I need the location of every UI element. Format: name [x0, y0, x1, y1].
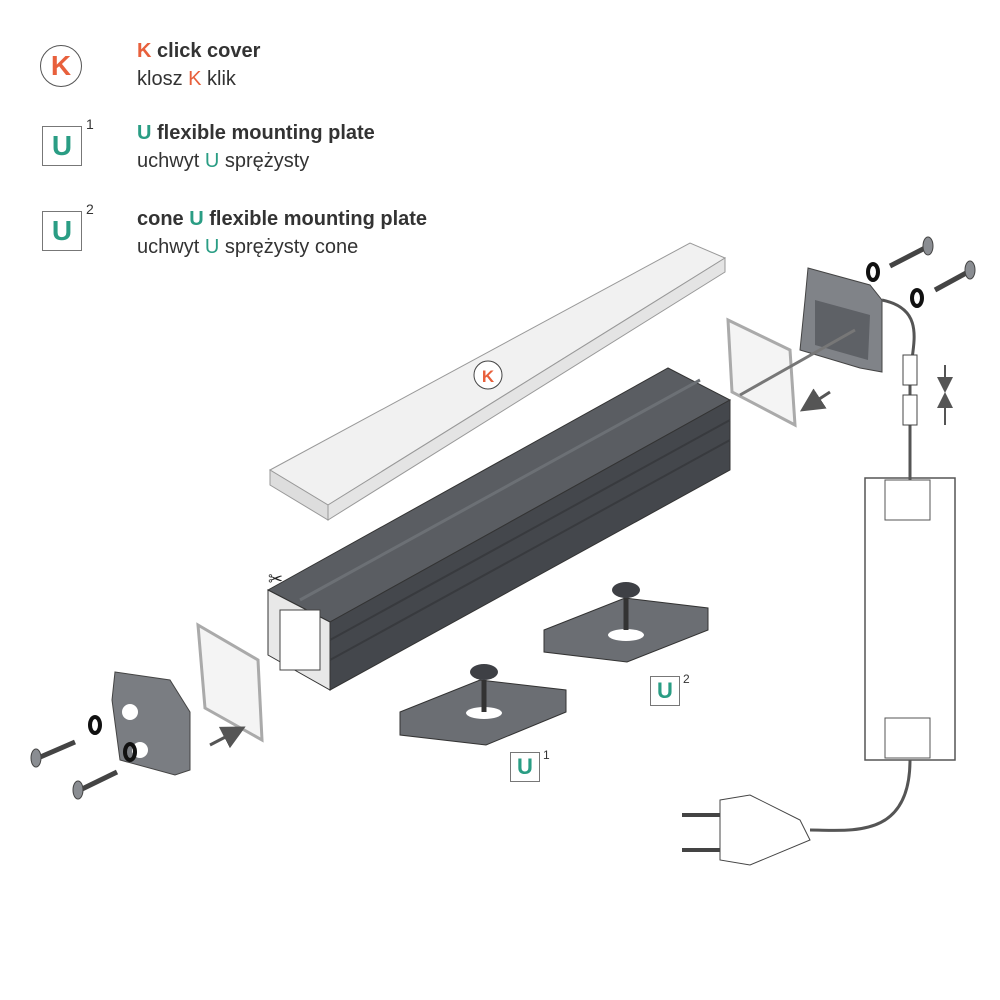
legend-title: U flexible mounting plate [137, 122, 375, 144]
end-gasket-right [726, 317, 797, 428]
end-gasket-left [196, 622, 264, 743]
plate1-callout: U [510, 752, 540, 782]
mains-plug [682, 794, 811, 866]
aluminium-profile [266, 367, 732, 691]
mounting-plate-u2 [543, 582, 709, 663]
power-supply [864, 477, 956, 761]
cable-through [739, 328, 856, 397]
badge-u1: U [42, 126, 82, 166]
scissors-icon: ✂ [268, 569, 283, 589]
mounting-plate-u1 [399, 664, 567, 746]
legend-subtitle: uchwyt U sprężysty [137, 150, 310, 172]
end-cap-left [111, 671, 191, 776]
mains-cable [809, 759, 912, 832]
plate2-callout: U [650, 676, 680, 706]
washers [88, 262, 924, 762]
screws [30, 236, 976, 800]
arrow-icon [799, 388, 831, 412]
end-cap-right [799, 267, 883, 373]
badge-u2: U [42, 211, 82, 251]
cover-callout: K [482, 367, 495, 386]
legend-title: cone U flexible mounting plate [137, 208, 428, 230]
arrow-icon [209, 726, 246, 749]
badge-k: K [40, 45, 82, 87]
led-cable [881, 298, 916, 480]
legend-subtitle: uchwyt U sprężysty cone [137, 236, 359, 258]
legend-subtitle: klosz K klik [137, 68, 236, 90]
connector [902, 354, 918, 386]
connector [902, 394, 918, 426]
legend-title: K click cover [137, 40, 261, 62]
cover-callout-circle [473, 360, 503, 390]
